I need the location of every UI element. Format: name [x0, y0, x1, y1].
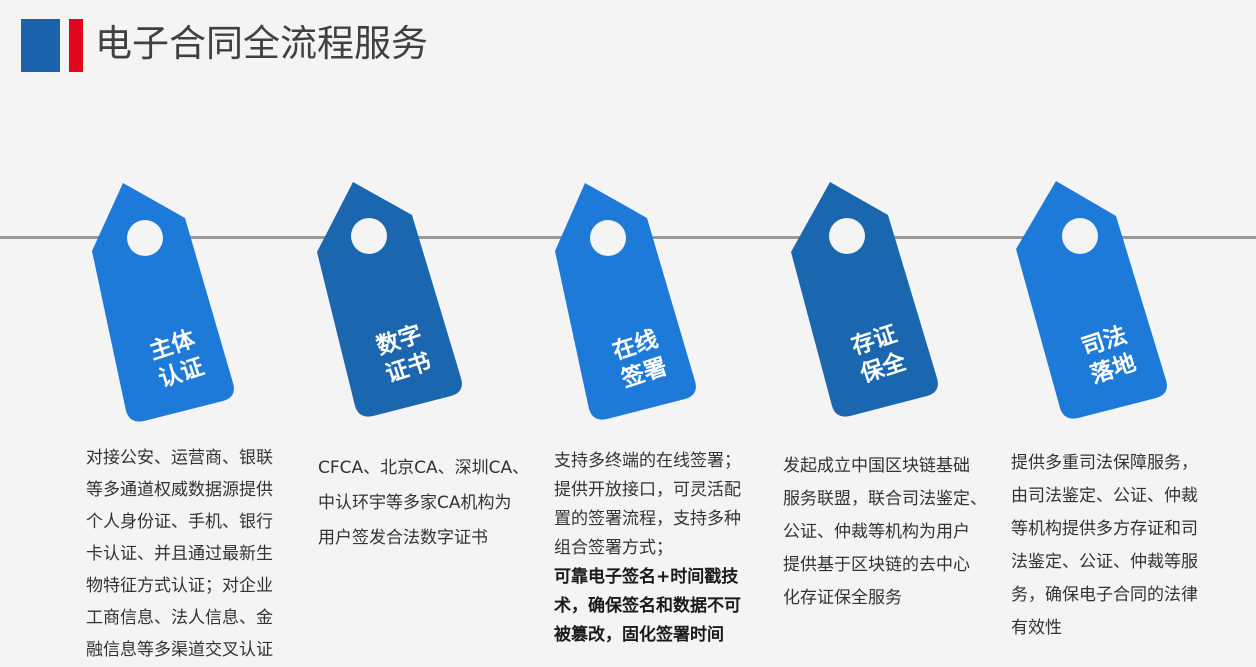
description-line: 置的签署流程，支持多种 — [554, 509, 741, 529]
price-tag-icon — [1016, 181, 1167, 419]
description-line: 发起成立中国区块链基础 — [783, 456, 970, 476]
description-line: 服务联盟，联合司法鉴定、 — [783, 489, 987, 509]
description-line: 工商信息、法人信息、金 — [86, 608, 273, 628]
description-judicial-enforcement: 提供多重司法保障服务， 由司法鉴定、公证、仲裁 等机构提供多方存证和司 法鉴定、… — [1011, 447, 1223, 645]
description-subject-authentication: 对接公安、运营商、银联 等多通道权威数据源提供 个人身份证、手机、银行 卡认证、… — [86, 442, 298, 666]
description-line: 卡认证、并且通过最新生 — [86, 544, 273, 564]
description-digital-certificate: CFCA、北京CA、深圳CA、 中认环宇等多家CA机构为 用户签发合法数字证书 — [318, 451, 530, 556]
description-evidence-preservation: 发起成立中国区块链基础 服务联盟，联合司法鉴定、 公证、仲裁等机构为用户 提供基… — [783, 450, 995, 615]
description-line: 提供多重司法保障服务， — [1011, 453, 1198, 473]
description-line: 等机构提供多方存证和司 — [1011, 519, 1198, 539]
tag-online-signing: 在线 签署 — [555, 183, 696, 420]
description-line: 提供开放接口，可灵活配 — [554, 480, 741, 500]
page-title: 电子合同全流程服务 — [95, 22, 428, 65]
price-tag-icon — [791, 182, 938, 417]
description-line: 支持多终端的在线签署； — [554, 451, 741, 471]
description-online-signing: 支持多终端的在线签署； 提供开放接口，可灵活配 置的签署流程，支持多种 组合签署… — [554, 447, 766, 650]
description-line: 务，确保电子合同的法律 — [1011, 585, 1198, 605]
description-line: 由司法鉴定、公证、仲裁 — [1011, 486, 1198, 506]
tag-judicial-enforcement: 司法 落地 — [1016, 181, 1167, 419]
price-tag-icon — [555, 183, 696, 420]
description-line: 提供基于区块链的去中心 — [783, 555, 970, 575]
description-line: 中认环宇等多家CA机构为 — [318, 493, 512, 513]
logo-red-block — [69, 19, 83, 72]
description-bold-line: 可靠电子签名+时间戳技 — [554, 567, 739, 587]
tag-subject-authentication: 主体 认证 — [92, 183, 234, 422]
description-bold-line: 术，确保签名和数据不可 — [554, 596, 741, 616]
description-line: 等多通道权威数据源提供 — [86, 480, 273, 500]
description-line: 个人身份证、手机、银行 — [86, 512, 273, 532]
tag-digital-certificate: 数字 证书 — [313, 182, 462, 417]
description-line: 融信息等多渠道交叉认证 — [86, 640, 273, 660]
description-line: 对接公安、运营商、银联 — [86, 448, 273, 468]
description-line: 法鉴定、公证、仲裁等服 — [1011, 552, 1198, 572]
logo-blue-block — [21, 19, 60, 72]
description-line: CFCA、北京CA、深圳CA、 — [318, 458, 530, 478]
description-line: 组合签署方式； — [554, 538, 673, 558]
price-tag-icon — [92, 183, 234, 422]
description-bold-line: 被篡改，固化签署时间 — [554, 625, 724, 645]
description-line: 物特征方式认证；对企业 — [86, 576, 273, 596]
price-tag-icon — [317, 182, 462, 417]
description-line: 用户签发合法数字证书 — [318, 528, 488, 548]
tag-evidence-preservation: 存证 保全 — [790, 182, 938, 417]
description-line: 化存证保全服务 — [783, 588, 902, 608]
description-line: 公证、仲裁等机构为用户 — [783, 522, 970, 542]
description-line: 有效性 — [1011, 618, 1062, 638]
